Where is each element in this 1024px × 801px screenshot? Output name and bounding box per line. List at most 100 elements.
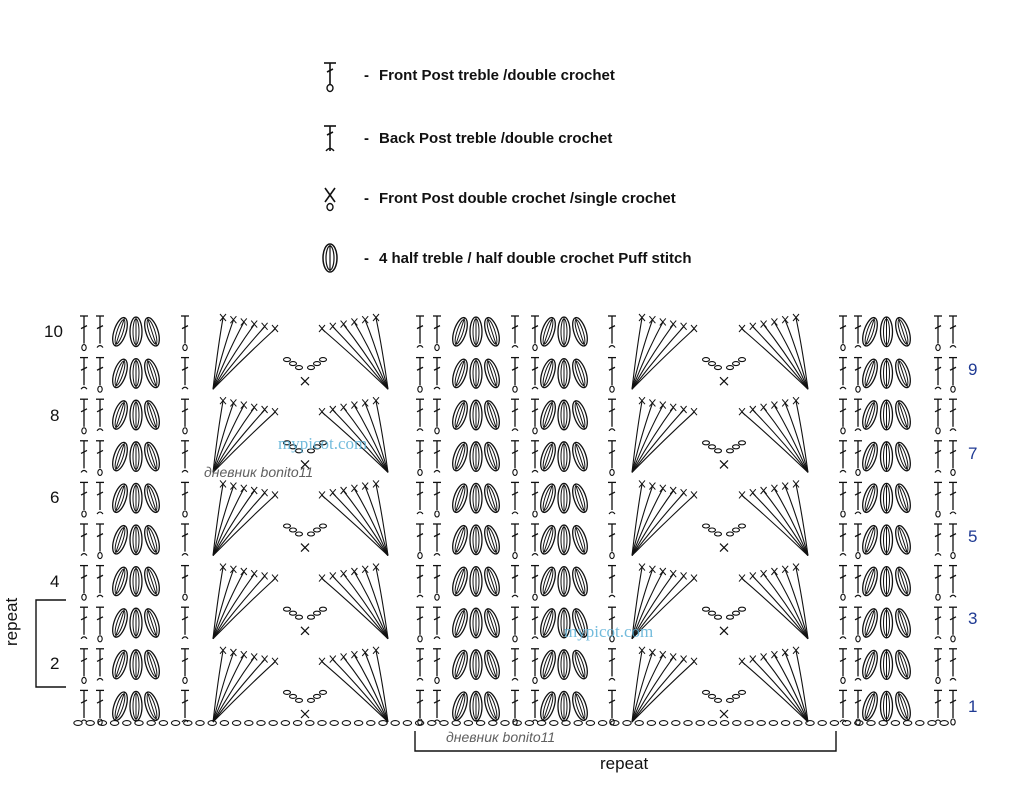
fp-dc-icon bbox=[324, 187, 336, 212]
post-stitch-mark bbox=[531, 440, 539, 473]
puff-stitch-mark bbox=[112, 524, 128, 555]
x-stitch-mark bbox=[300, 626, 310, 636]
chain-stitch bbox=[573, 720, 583, 726]
post-stitch-mark bbox=[949, 523, 957, 560]
post-stitch-mark bbox=[416, 648, 424, 681]
chain-arc-mark bbox=[701, 440, 747, 446]
puff-stitch-mark bbox=[469, 524, 483, 556]
chain-stitch bbox=[85, 720, 95, 726]
puff-stitch-mark bbox=[540, 358, 556, 389]
puff-stitch-mark bbox=[557, 607, 571, 639]
chain-stitch bbox=[427, 720, 437, 726]
puff-stitch-mark bbox=[469, 482, 483, 514]
post-stitch-mark bbox=[949, 564, 957, 598]
post-stitch-mark bbox=[949, 689, 957, 726]
post-stitch-mark bbox=[934, 606, 942, 640]
puff-stitch-mark bbox=[469, 690, 483, 722]
legend-label: Front Post treble /double crochet bbox=[379, 66, 615, 84]
chain-arc-mark bbox=[282, 440, 328, 446]
stitch-row bbox=[80, 313, 957, 390]
puff-stitch-mark bbox=[862, 649, 878, 680]
puff-stitch-mark bbox=[895, 608, 911, 638]
puff-stitch-mark bbox=[862, 691, 878, 722]
chain-arc-mark bbox=[288, 527, 322, 533]
chain-stitch bbox=[402, 720, 413, 726]
puff-stitch-mark bbox=[484, 400, 500, 430]
post-stitch-mark bbox=[854, 440, 862, 476]
post-stitch-mark bbox=[416, 481, 424, 515]
post-stitch-mark bbox=[511, 356, 519, 393]
puff-stitch-mark bbox=[879, 441, 894, 473]
horizontal-repeat-bracket bbox=[414, 731, 837, 752]
post-stitch-mark bbox=[608, 481, 616, 515]
post-stitch-mark bbox=[181, 481, 189, 518]
puff-stitch-mark bbox=[129, 565, 143, 597]
chain-arc-mark bbox=[288, 610, 322, 616]
puff-stitch-mark bbox=[112, 441, 128, 472]
chain-stitch bbox=[634, 720, 644, 726]
stitch-row bbox=[80, 440, 957, 476]
fan-stitch-mark bbox=[212, 646, 279, 723]
x-stitch-mark bbox=[300, 543, 310, 553]
stitch-row bbox=[80, 646, 957, 723]
post-stitch-mark bbox=[433, 689, 441, 723]
post-stitch-mark bbox=[80, 398, 88, 435]
chain-stitch bbox=[488, 720, 498, 726]
chain-stitch bbox=[585, 720, 596, 726]
puff-stitch-mark bbox=[469, 316, 483, 348]
watermark-diary: дневник bonito11 bbox=[446, 729, 556, 745]
puff-stitch-mark bbox=[112, 483, 128, 514]
post-stitch-mark bbox=[839, 523, 847, 556]
chain-stitch bbox=[549, 720, 559, 726]
chain-stitch bbox=[927, 720, 937, 726]
puff-stitch-mark bbox=[572, 608, 588, 638]
post-stitch-mark bbox=[511, 440, 519, 476]
puff-stitch-mark bbox=[879, 316, 894, 348]
puff-stitch-mark bbox=[469, 399, 483, 431]
puff-stitch-mark bbox=[484, 566, 500, 597]
puff-stitch-mark bbox=[540, 316, 556, 347]
chain-arc-mark bbox=[707, 361, 741, 367]
chain-arc-mark bbox=[707, 527, 741, 533]
post-stitch-mark bbox=[80, 523, 88, 556]
stitch-row bbox=[80, 563, 957, 640]
post-stitch-mark bbox=[96, 315, 104, 348]
post-stitch-mark bbox=[854, 523, 862, 560]
puff-stitch-mark bbox=[557, 399, 571, 431]
x-stitch-mark bbox=[300, 709, 310, 719]
puff-stitch-mark bbox=[469, 649, 483, 681]
chain-stitch bbox=[878, 720, 888, 726]
fan-stitch-mark bbox=[212, 396, 279, 473]
post-stitch-mark bbox=[416, 315, 424, 348]
post-stitch-mark bbox=[416, 564, 424, 598]
legend-dash: - bbox=[364, 66, 369, 84]
chain-arc-mark bbox=[282, 689, 328, 695]
chain-stitch bbox=[256, 720, 266, 726]
post-stitch-mark bbox=[839, 356, 847, 390]
post-stitch-mark bbox=[433, 648, 441, 684]
puff-stitch-mark bbox=[879, 399, 894, 431]
post-stitch-mark bbox=[96, 356, 104, 393]
post-stitch-mark bbox=[934, 648, 942, 684]
puff-stitch-mark bbox=[484, 608, 500, 638]
fan-stitch-mark bbox=[738, 646, 809, 723]
fan-stitch-mark bbox=[738, 396, 809, 473]
chain-stitch bbox=[890, 720, 901, 726]
chain-stitch bbox=[353, 720, 364, 726]
fan-stitch-mark bbox=[212, 480, 279, 556]
post-stitch-mark bbox=[854, 356, 862, 393]
chain-stitch bbox=[707, 720, 718, 726]
puff-stitch-mark bbox=[572, 400, 588, 430]
row-number-right: 3 bbox=[968, 609, 978, 628]
chain-arc-mark bbox=[288, 361, 322, 367]
post-stitch-mark bbox=[80, 481, 88, 518]
chain-arc-mark bbox=[294, 448, 316, 454]
fan-stitch-mark bbox=[631, 313, 698, 390]
puff-stitch-mark bbox=[557, 649, 571, 681]
post-stitch-mark bbox=[934, 398, 942, 435]
puff-stitch-mark bbox=[452, 483, 468, 514]
chain-arc-mark bbox=[701, 689, 747, 695]
post-stitch-mark bbox=[511, 398, 519, 432]
post-stitch-mark bbox=[181, 356, 189, 390]
puff-stitch-mark bbox=[862, 441, 878, 472]
